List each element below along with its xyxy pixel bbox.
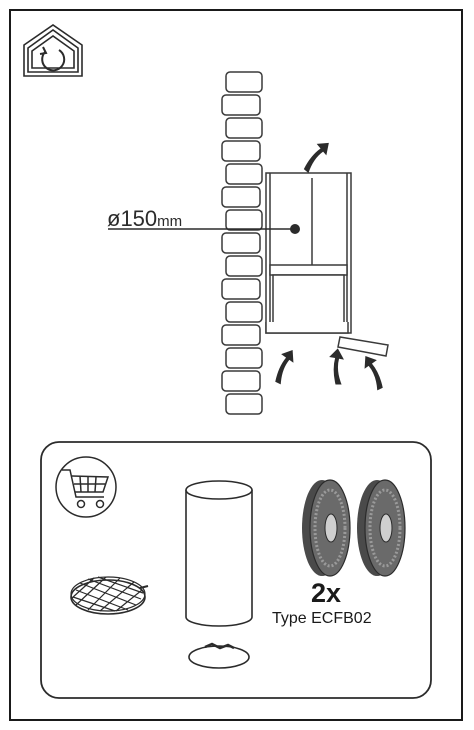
- frame-bottom-border: [9, 719, 463, 721]
- hood-cabinet: [265, 172, 389, 357]
- clamp-ring: [188, 642, 250, 669]
- grille-part: [70, 576, 149, 615]
- filter-type: Type ECFB02: [272, 610, 372, 627]
- frame-top-border: [9, 9, 463, 11]
- frame-side-borders: [9, 9, 463, 721]
- brick-wall: [221, 71, 263, 415]
- air-outlet-arrow-icon: [303, 142, 329, 174]
- carbon-filter-left: [302, 479, 351, 577]
- duct-tube: [185, 480, 253, 627]
- duct-diameter-label: ø150mm: [107, 206, 182, 232]
- shopping-cart-icon: [55, 456, 117, 518]
- filter-quantity: 2x: [311, 578, 342, 608]
- air-inlet-arrow-right-icon: [364, 355, 383, 391]
- duct-diameter-value: ø150: [107, 206, 158, 231]
- airflow-arrows: [275, 142, 383, 391]
- air-inlet-arrow-middle-icon: [329, 348, 344, 385]
- carbon-filter-right: [357, 479, 406, 577]
- recirculation-house-icon: [23, 24, 83, 77]
- air-inlet-arrow-left-icon: [275, 349, 294, 385]
- duct-diameter-unit: mm: [157, 213, 183, 230]
